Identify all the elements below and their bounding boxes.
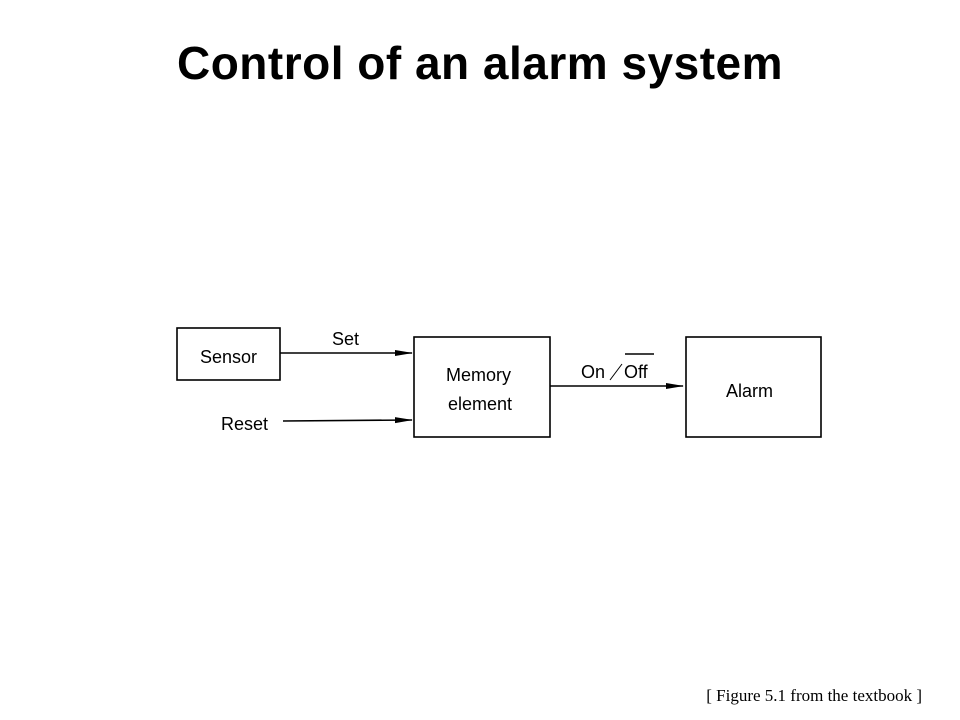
- page-title: Control of an alarm system: [176, 37, 784, 89]
- alarm-box: [685, 336, 822, 438]
- memory-element-box: [413, 336, 551, 438]
- reset-label: Reset: [221, 414, 268, 434]
- reset-arrow: [282, 417, 413, 424]
- alarm-label: Alarm: [726, 381, 773, 401]
- sensor-box: [176, 327, 281, 381]
- sensor-label: Sensor: [200, 347, 257, 367]
- set-label: Set: [332, 329, 359, 349]
- figure-caption: [ Figure 5.1 from the textbook ]: [706, 686, 922, 705]
- output-on-label: On: [581, 362, 605, 382]
- on-off-slash: [609, 363, 623, 381]
- memory-label-line2: element: [448, 394, 512, 414]
- output-off-label: Off: [624, 362, 649, 382]
- memory-label-line1: Memory: [446, 365, 511, 385]
